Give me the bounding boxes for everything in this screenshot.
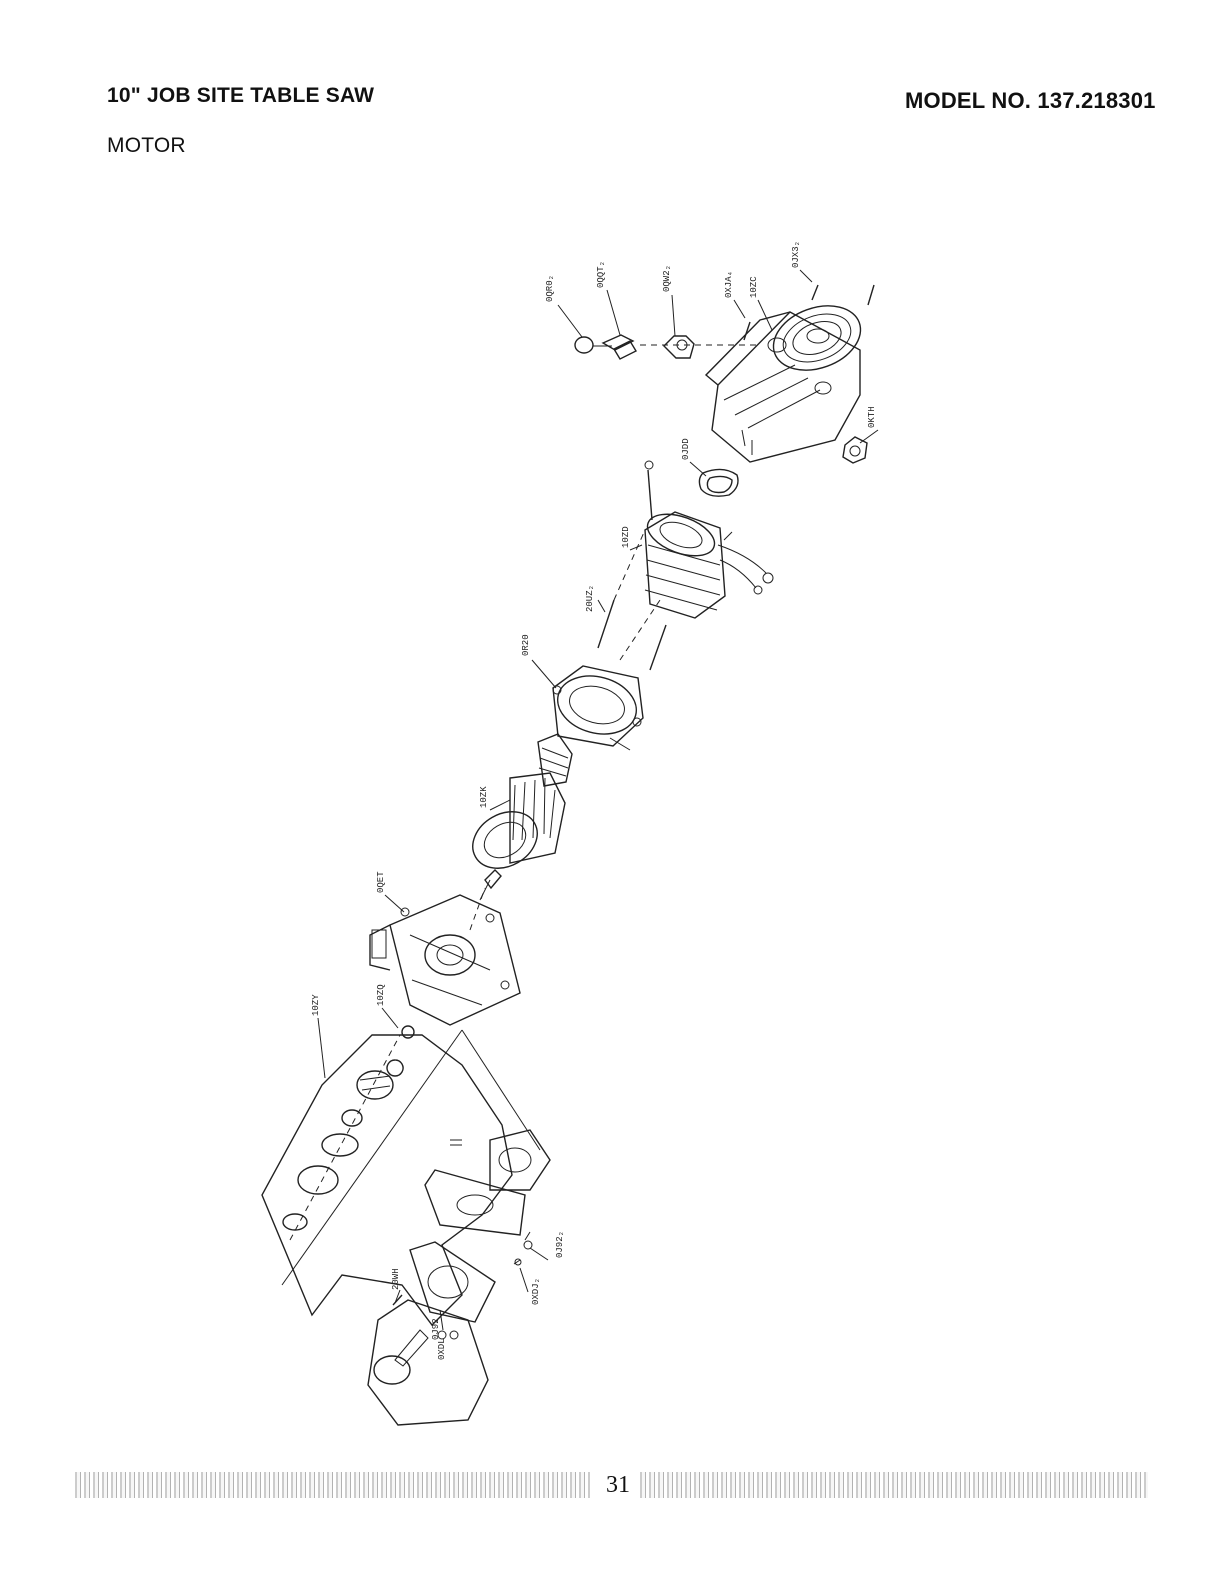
part-label: 10ZQ [376,984,386,1006]
part-label: 0JX3₂ [791,241,801,268]
part-label: 0XDJ₂ [531,1278,541,1305]
motor-housing-drawing [706,285,874,463]
field-assembly-drawing [598,461,773,670]
part-label: 10ZK [479,786,489,808]
brush-parts-drawing [575,335,760,359]
gear-housing-drawing [370,888,520,1025]
footer-decor-left [75,1472,590,1498]
part-label: 0J92₂ [555,1231,565,1258]
part-label: 0QR0₂ [545,275,555,302]
leader-lines [318,270,878,1330]
part-label: 10ZC [749,276,759,298]
part-label: 0QW2₂ [662,265,672,292]
part-labels: 0QR0₂ 0QQT₂ 0QW2₂ 0XJA₄ 10ZC 0JX3₂ 0KTH … [311,241,877,1360]
footer-decor-right [640,1472,1148,1498]
part-label: 0QQT₂ [596,261,606,288]
gear-kit-drawing [262,1026,540,1325]
part-label: 10ZD [621,526,631,548]
part-label: 0XDL [437,1338,447,1360]
part-label: 20UZ₂ [585,585,595,612]
baffle-drawing [551,666,643,750]
part-label: 0JDD [681,438,691,460]
part-label: 0R20 [521,634,531,656]
part-label: 0KTH [867,406,877,428]
shaft-assembly-drawing [368,1295,488,1425]
armature-drawing [463,734,572,900]
bracket-plate-drawing [410,1130,550,1322]
part-label: 0J92 [431,1318,441,1340]
part-label: 0XJA₄ [724,271,734,298]
grommet-drawing [699,469,738,496]
part-label: 20WH [391,1268,401,1290]
part-label: 0QET [376,871,386,893]
part-label: 10ZY [311,994,321,1016]
page-number: 31 [606,1472,630,1499]
